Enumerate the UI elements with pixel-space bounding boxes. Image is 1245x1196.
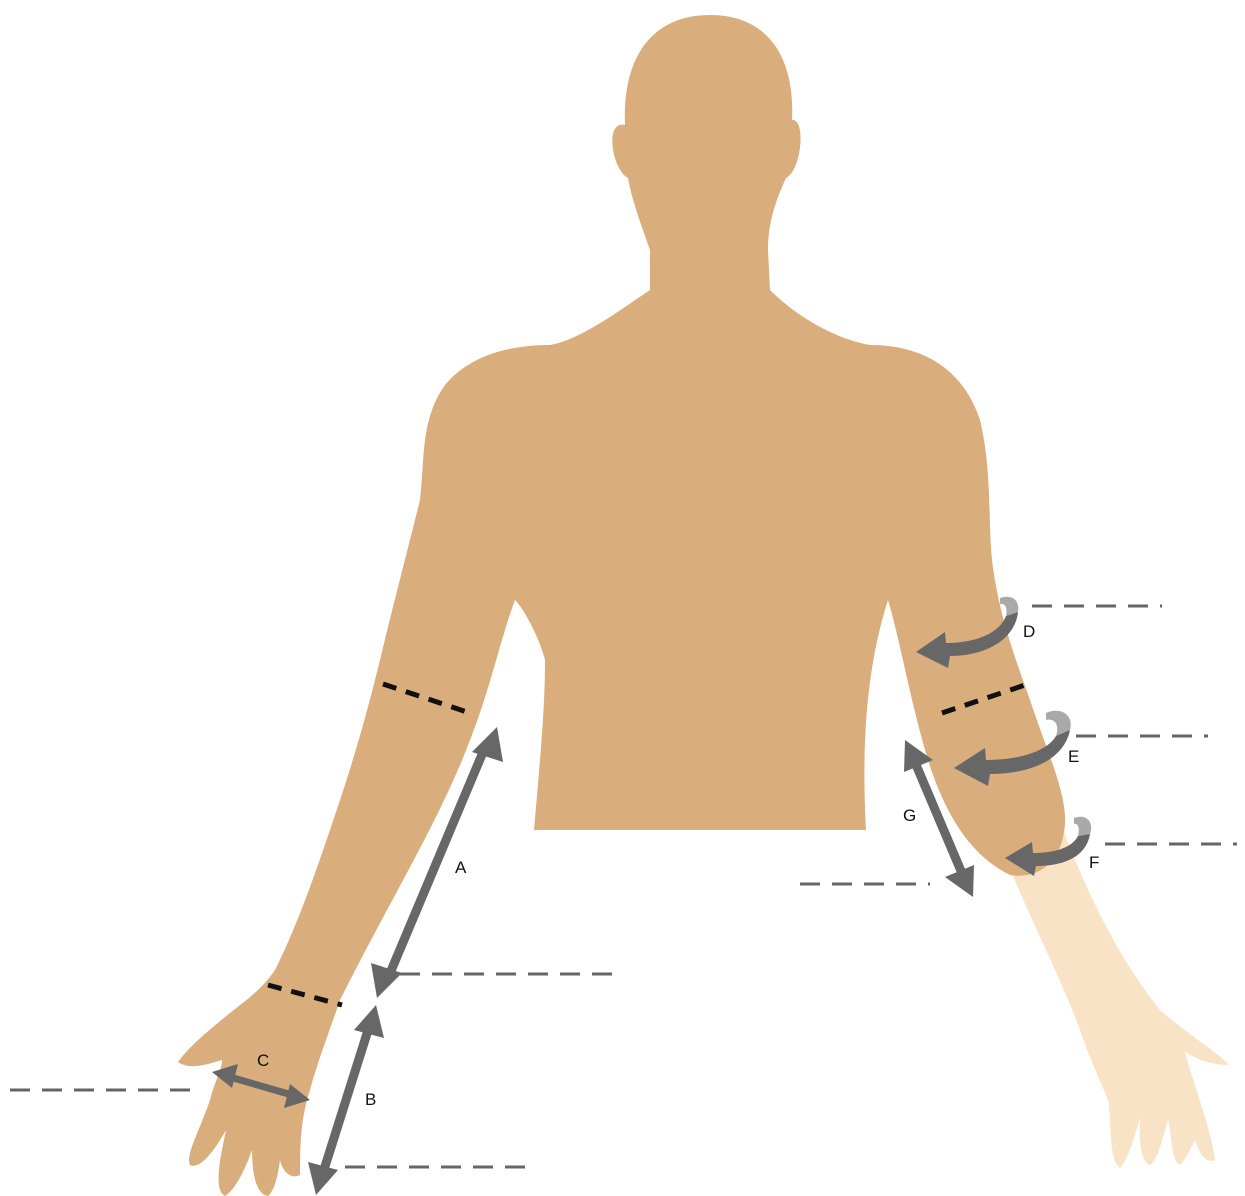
label-b: B	[365, 1090, 376, 1109]
right-forearm-faded	[1000, 832, 1228, 1168]
label-d: D	[1023, 622, 1035, 641]
label-c: C	[257, 1051, 269, 1070]
label-g: G	[903, 806, 916, 825]
body-silhouette	[178, 15, 1065, 1196]
label-e: E	[1068, 747, 1079, 766]
label-f: F	[1089, 853, 1099, 872]
label-a: A	[455, 858, 467, 877]
